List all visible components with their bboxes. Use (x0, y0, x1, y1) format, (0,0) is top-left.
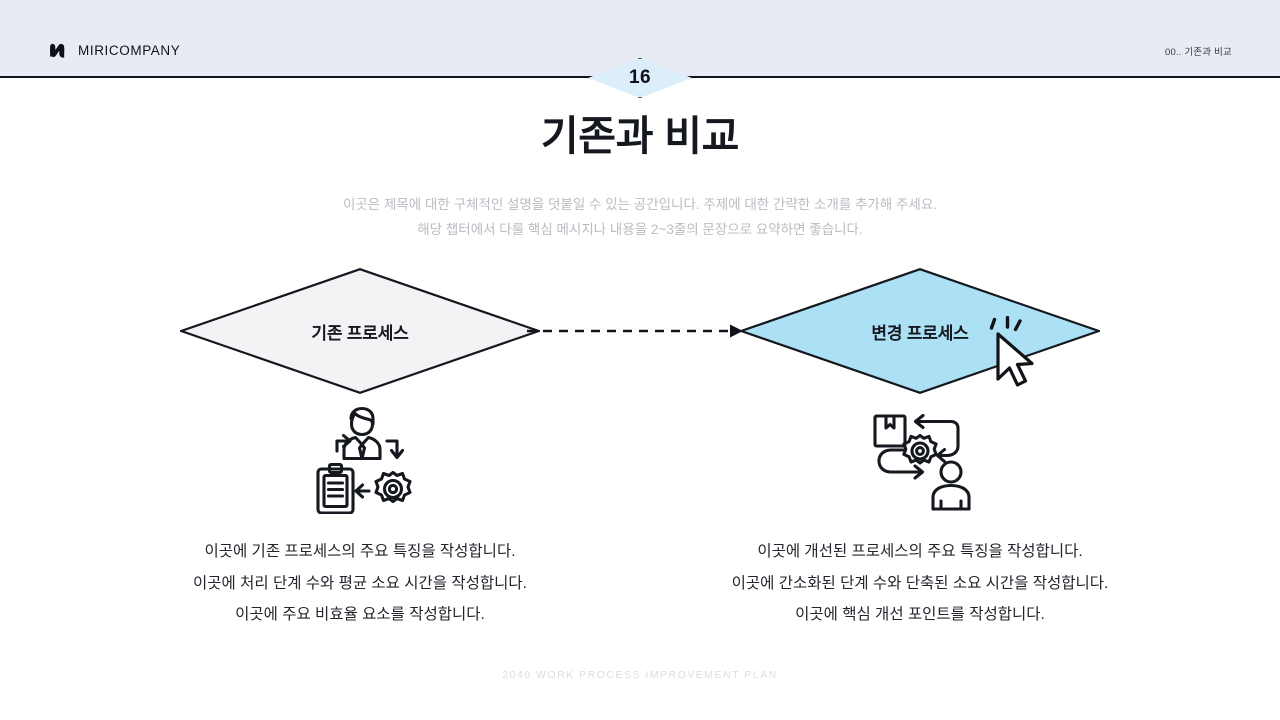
process-flow-row: 기존 프로세스 변경 프로세스 (0, 268, 1280, 394)
page-number-value: 16 (629, 67, 651, 88)
person-clipboard-gear-cycle-icon (316, 406, 412, 514)
flow-connector-arrow (527, 324, 743, 338)
header-chapter-label: 00.. 기존과 비교 (1164, 47, 1232, 58)
slide-footer: 2040 WORK PROCESS IMPROVEMENT PLAN (502, 669, 778, 681)
page-title: 기존과 비교 (540, 113, 740, 159)
brand-name-label: MIRICOMPANY (78, 43, 181, 58)
page-subtitle: 이곳은 제목에 대한 구체적인 설명을 덧붙일 수 있는 공간입니다. 주제에 … (0, 192, 1280, 242)
diamond-left-label: 기존 프로세스 (311, 323, 409, 343)
left-process-description: 이곳에 기존 프로세스의 주요 특징을 작성합니다. 이곳에 처리 단계 수와 … (80, 536, 640, 631)
right-text-line-1: 이곳에 개선된 프로세스의 주요 특징을 작성합니다. (757, 543, 1083, 560)
subtitle-line-2: 해당 챕터에서 다룰 핵심 메시지나 내용을 2~3줄의 문장으로 요약하면 좋… (417, 222, 863, 237)
box-gear-person-flow-icon (873, 413, 971, 511)
diamond-changed-process[interactable]: 변경 프로세스 (740, 268, 1100, 394)
diamond-left-outline (180, 268, 540, 394)
right-text-line-3: 이곳에 핵심 개선 포인트를 작성합니다. (795, 606, 1045, 623)
brand-logo: MIRICOMPANY (48, 40, 180, 61)
diamond-current-process[interactable]: 기존 프로세스 (180, 268, 540, 394)
left-text-line-2: 이곳에 처리 단계 수와 평균 소요 시간을 작성합니다. (193, 574, 527, 592)
right-text-line-2: 이곳에 간소화된 단계 수와 단축된 소요 시간을 작성합니다. (731, 574, 1109, 592)
right-process-description: 이곳에 개선된 프로세스의 주요 특징을 작성합니다. 이곳에 간소화된 단계 … (640, 536, 1200, 631)
subtitle-line-1: 이곳은 제목에 대한 구체적인 설명을 덧붙일 수 있는 공간입니다. 주제에 … (342, 197, 938, 212)
miri-logo-mark-icon (50, 43, 65, 58)
diamond-right-label: 변경 프로세스 (871, 323, 969, 343)
left-text-line-1: 이곳에 기존 프로세스의 주요 특징을 작성합니다. (204, 543, 516, 560)
left-text-line-3: 이곳에 주요 비효율 요소를 작성합니다. (235, 606, 485, 623)
diamond-right-outline (740, 268, 1100, 394)
page-number-badge: 16 (588, 58, 692, 98)
